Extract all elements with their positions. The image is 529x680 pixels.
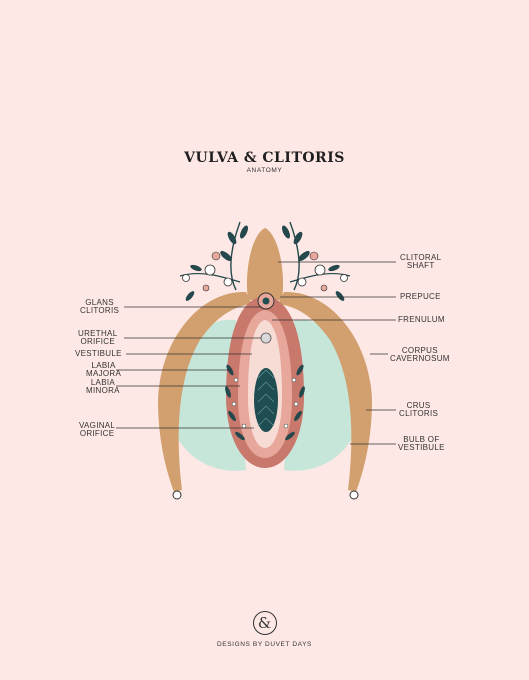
label-bulb-of-vestibule: BULB OF VESTIBULE <box>398 435 445 452</box>
label-labia-minora: LABIA MINORA <box>86 378 120 395</box>
label-vestibule: VESTIBULE <box>75 349 122 358</box>
floral-decoration <box>179 221 351 301</box>
glans-center <box>262 297 270 305</box>
footer: & DESIGNS BY DUVET DAYS <box>0 611 529 648</box>
label-urethral-orifice: URETHAL ORIFICE <box>78 329 118 346</box>
label-labia-majora: LABIA MAJORA <box>86 361 122 378</box>
leader-lines <box>116 261 396 445</box>
ampersand-logo-icon: & <box>252 611 277 635</box>
label-vaginal-orifice: VAGINAL ORIFICE <box>79 421 116 438</box>
label-prepuce: PREPUCE <box>400 292 441 301</box>
page-subtitle: ANATOMY <box>246 167 283 174</box>
page-title: VULVA & CLITORIS <box>184 150 345 166</box>
crus-clitoris-left <box>158 291 252 492</box>
labia-dot-decoration <box>231 377 299 429</box>
footer-credit: DESIGNS BY DUVET DAYS <box>217 641 312 648</box>
title-block: VULVA & CLITORIS ANATOMY <box>0 150 529 174</box>
crus-clitoris-right <box>278 291 372 492</box>
label-frenulum: FRENULUM <box>398 315 445 324</box>
label-clitoral-shaft: CLITORAL SHAFT <box>400 253 442 270</box>
vaginal-orifice <box>254 368 278 432</box>
crus-tip-right <box>349 490 359 500</box>
clitoral-shaft <box>246 228 284 300</box>
label-corpus-cavernosum: CORPUS CAVERNOSUM <box>390 346 450 363</box>
urethral-orifice <box>260 332 272 344</box>
label-glans-clitoris: GLANS CLITORIS <box>80 298 120 315</box>
crus-tip-left <box>172 490 182 500</box>
vaginal-pattern <box>257 369 275 427</box>
label-crus-clitoris: CRUS CLITORIS <box>399 401 439 418</box>
